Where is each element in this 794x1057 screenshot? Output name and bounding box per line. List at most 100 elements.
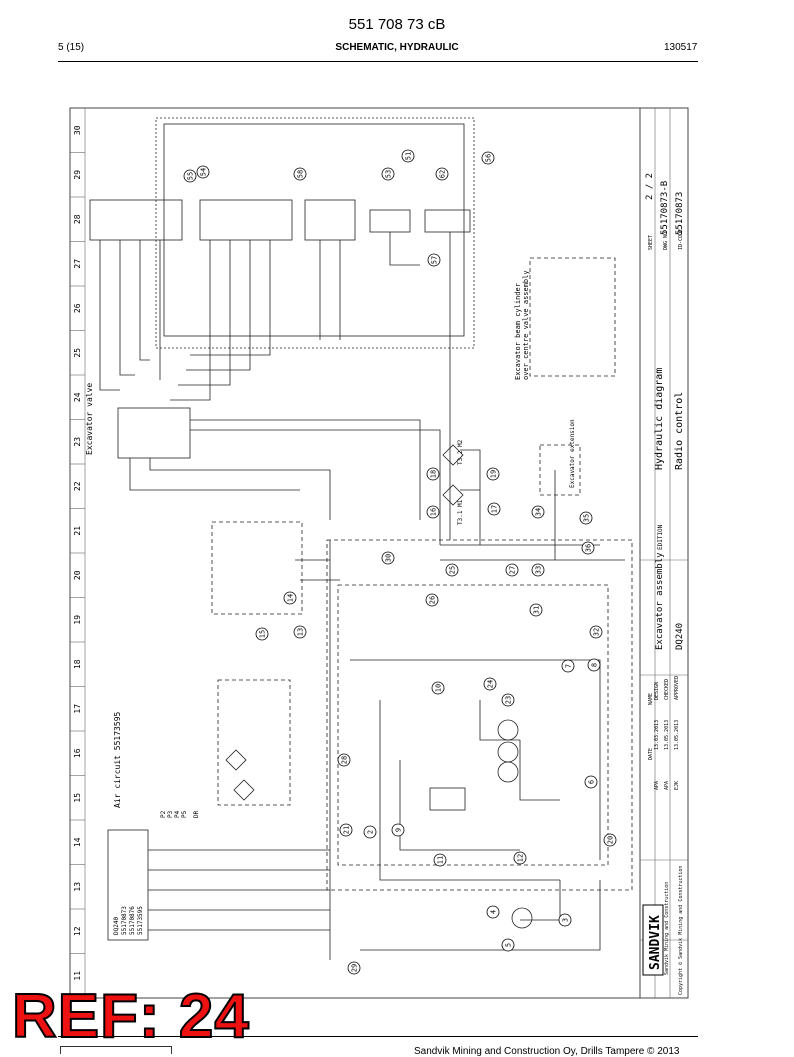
grid-number: 11 [73,971,82,981]
block-col-name: NAME [648,693,654,705]
callout-58: 58 [293,167,307,181]
callout-27: 27 [505,563,519,577]
svg-text:Copyright © Sandvik Mining and: Copyright © Sandvik Mining and Construct… [678,866,684,995]
svg-text:8: 8 [591,663,599,667]
drawing-frame [69,107,689,999]
beam-cylinder-label: Excavator beam cylinder [514,283,522,380]
footer-company: Sandvik Mining and Construction Oy, Dril… [414,1046,680,1057]
sandvik-logo: SANDVIK [648,915,663,970]
title-block-cell: EJK [674,781,680,790]
code-label: ID-CODE [678,229,684,250]
callout-4: 4 [486,905,500,919]
svg-text:EJK: EJK [674,781,680,790]
beam-cylinder-label-2: over centre valve assembly [522,270,530,380]
callout-36: 36 [581,541,595,555]
svg-text:Excavator assembly: Excavator assembly [655,552,665,650]
svg-text:APA: APA [654,781,660,790]
svg-text:11: 11 [73,971,82,981]
air-circuit-label: Air circuit 55173595 [113,711,122,808]
svg-text:57: 57 [431,256,439,264]
svg-text:APA: APA [664,781,670,790]
svg-text:27: 27 [73,259,82,269]
title-block-cell: CHECKED [664,679,670,700]
section-title: SCHEMATIC, HYDRAULIC [335,42,459,53]
callout-20: 20 [603,833,617,847]
svg-text:10: 10 [435,684,443,692]
svg-text:17: 17 [73,704,82,714]
svg-text:APPROVED: APPROVED [674,676,680,700]
svg-text:Hydraulic diagram: Hydraulic diagram [654,368,665,470]
svg-text:31: 31 [533,606,541,614]
svg-text:Excavator extension: Excavator extension [569,419,576,488]
copyright-note: Copyright © Sandvik Mining and Construct… [678,866,684,995]
svg-text:18: 18 [73,659,82,669]
dq-code-line: DQ240 [113,917,120,935]
title-block-cell: 13.03.2013 [654,720,660,750]
sheet-number: 2 / 2 [645,173,655,200]
svg-text:27: 27 [509,566,517,574]
grid-number: 21 [73,526,82,536]
company-subtitle: Sandvik Mining and Construction [664,882,670,975]
callout-33: 33 [531,563,545,577]
grid-number: 30 [73,125,82,135]
svg-text:T3.1 M1: T3.1 M1 [457,499,464,525]
svg-text:24: 24 [73,392,82,402]
dq-code-line: 55170876 [129,906,136,935]
drawing-title: Hydraulic diagram [654,368,665,470]
port-dr: DR [193,810,200,818]
svg-text:13.05.2013: 13.05.2013 [664,720,670,750]
callout-8: 8 [587,658,601,672]
svg-text:16: 16 [430,508,438,516]
callout-7: 7 [561,659,575,673]
callout-34: 34 [531,505,545,519]
ref-stamp: REF: 24 [11,982,250,1051]
svg-text:Excavator valve: Excavator valve [85,383,94,455]
svg-text:24: 24 [487,680,495,688]
callout-3: 3 [558,913,572,927]
svg-text:55: 55 [187,172,195,180]
svg-text:Excavator beam cylinder: Excavator beam cylinder [514,283,522,380]
svg-text:55170873: 55170873 [675,192,685,235]
port-p5: P5 [181,810,188,818]
svg-text:23: 23 [73,437,82,447]
callout-14: 14 [283,591,297,605]
callout-19: 19 [486,467,500,481]
svg-text:9: 9 [395,828,403,832]
callout-31: 31 [529,603,543,617]
assembly-label: Excavator assembly [655,552,665,650]
callout-15: 15 [255,627,269,641]
callout-6: 6 [584,775,598,789]
svg-text:20: 20 [73,570,82,580]
svg-text:18: 18 [430,470,438,478]
svg-text:54: 54 [200,168,208,176]
svg-text:Sandvik Mining and Constructio: Sandvik Mining and Construction [664,882,670,975]
svg-text:7: 7 [565,664,573,668]
svg-text:30: 30 [385,554,393,562]
callout-53: 53 [381,167,395,181]
svg-text:55170873: 55170873 [121,906,128,935]
svg-text:11: 11 [437,856,445,864]
svg-text:19: 19 [73,615,82,625]
block-col-date: DATE [648,748,654,760]
title-block-cell: APA [664,781,670,790]
dwg-number: 55170873-B [660,181,670,235]
excavator-valve-label: Excavator valve [85,383,94,455]
svg-text:35: 35 [583,514,591,522]
grid-number: 19 [73,615,82,625]
grid-number: 22 [73,481,82,491]
edition-label: EDITION [657,524,664,550]
port-p2: P2 [160,810,167,818]
svg-text:13: 13 [73,882,82,892]
grid-number: 18 [73,659,82,669]
footer-divider [58,1036,698,1037]
svg-text:53: 53 [385,170,393,178]
svg-text:25: 25 [73,348,82,358]
port-p3: P3 [167,810,174,818]
grid-number: 15 [73,793,82,803]
svg-text:16: 16 [73,748,82,758]
callout-51: 51 [401,149,415,163]
grid-number: 29 [73,170,82,180]
svg-text:P4: P4 [174,810,181,818]
dwg-label: DWG NO [663,232,669,250]
